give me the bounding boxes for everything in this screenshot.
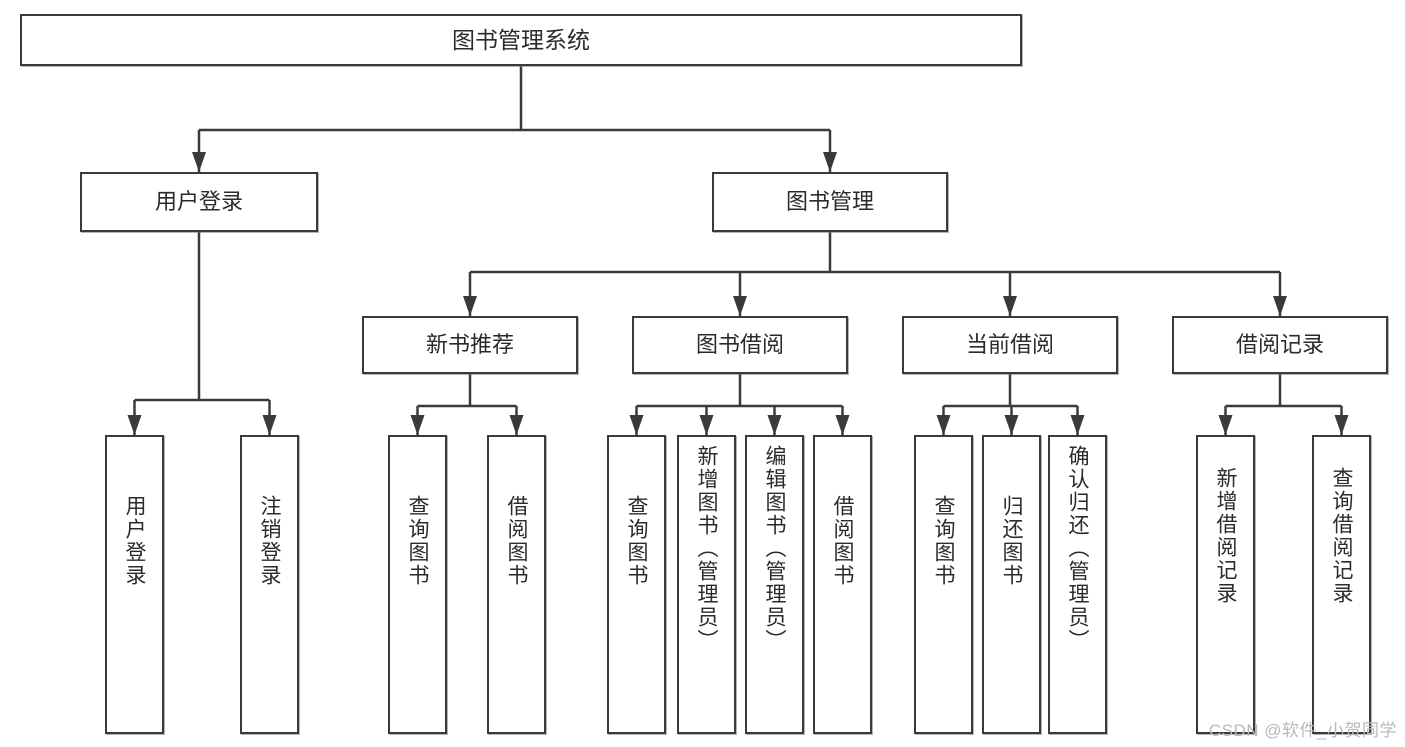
node-level1-book-manage[interactable]: 图书管理 <box>712 172 948 232</box>
arrow-head <box>463 296 477 316</box>
node-label: 编辑图书（管理员） <box>763 445 786 652</box>
node-label: 用户登录 <box>154 189 243 215</box>
arrow-head <box>509 415 524 435</box>
node-level1-user-login[interactable]: 用户登录 <box>80 172 318 232</box>
arrow-head <box>1218 415 1233 435</box>
node-label: 图书管理 <box>785 189 874 215</box>
node-leaf-leaf-confirm-return[interactable]: 确认归还（管理员） <box>1048 435 1107 734</box>
node-label: 新增图书（管理员） <box>695 445 718 652</box>
node-label: 当前借阅 <box>965 332 1054 358</box>
node-label: 借阅图书 <box>505 495 528 587</box>
arrow-head <box>1003 296 1017 316</box>
node-leaf-leaf-user-login[interactable]: 用户登录 <box>105 435 164 734</box>
arrow-head <box>733 296 747 316</box>
arrow-head <box>1004 415 1019 435</box>
node-leaf-leaf-logout[interactable]: 注销登录 <box>240 435 299 734</box>
node-label: 图书管理系统 <box>452 26 590 53</box>
node-label: 图书借阅 <box>695 332 784 358</box>
node-leaf-leaf-query-book-1[interactable]: 查询图书 <box>388 435 447 734</box>
node-level2-borrow-record[interactable]: 借阅记录 <box>1172 316 1388 374</box>
arrow-head <box>410 415 425 435</box>
node-root-system[interactable]: 图书管理系统 <box>20 14 1022 66</box>
node-leaf-leaf-add-record[interactable]: 新增借阅记录 <box>1196 435 1255 734</box>
arrow-head <box>699 415 714 435</box>
arrow-head <box>1070 415 1085 435</box>
node-leaf-leaf-return-book[interactable]: 归还图书 <box>982 435 1041 734</box>
arrow-head <box>127 415 142 435</box>
node-level2-book-borrow[interactable]: 图书借阅 <box>632 316 848 374</box>
node-label: 用户登录 <box>123 495 146 587</box>
node-leaf-leaf-borrow-book-2[interactable]: 借阅图书 <box>813 435 872 734</box>
arrow-head <box>823 152 837 172</box>
node-label: 新书推荐 <box>425 332 514 358</box>
node-label: 查询图书 <box>406 495 429 587</box>
node-label: 确认归还（管理员） <box>1066 445 1089 652</box>
node-label: 查询借阅记录 <box>1330 467 1353 605</box>
arrow-head <box>767 415 782 435</box>
node-leaf-leaf-query-book-2[interactable]: 查询图书 <box>607 435 666 734</box>
node-label: 查询图书 <box>625 495 648 587</box>
node-label: 新增借阅记录 <box>1214 467 1237 605</box>
arrow-head <box>192 152 206 172</box>
node-label: 注销登录 <box>258 495 281 587</box>
arrow-head <box>1273 296 1287 316</box>
node-label: 借阅图书 <box>831 495 854 587</box>
node-leaf-leaf-query-book-3[interactable]: 查询图书 <box>914 435 973 734</box>
node-label: 查询图书 <box>932 495 955 587</box>
arrow-head <box>1334 415 1349 435</box>
csdn-watermark: CSDN @软件_小贺同学 <box>1208 721 1397 740</box>
node-leaf-leaf-borrow-book-1[interactable]: 借阅图书 <box>487 435 546 734</box>
arrow-head <box>835 415 850 435</box>
node-label: 借阅记录 <box>1235 332 1324 358</box>
node-leaf-leaf-add-book[interactable]: 新增图书（管理员） <box>677 435 736 734</box>
arrow-head <box>262 415 277 435</box>
node-leaf-leaf-query-record[interactable]: 查询借阅记录 <box>1312 435 1371 734</box>
node-label: 归还图书 <box>1000 495 1023 587</box>
arrow-head <box>629 415 644 435</box>
arrow-head <box>936 415 951 435</box>
node-leaf-leaf-edit-book[interactable]: 编辑图书（管理员） <box>745 435 804 734</box>
node-level2-current-borrow[interactable]: 当前借阅 <box>902 316 1118 374</box>
node-level2-new-book-recommend[interactable]: 新书推荐 <box>362 316 578 374</box>
